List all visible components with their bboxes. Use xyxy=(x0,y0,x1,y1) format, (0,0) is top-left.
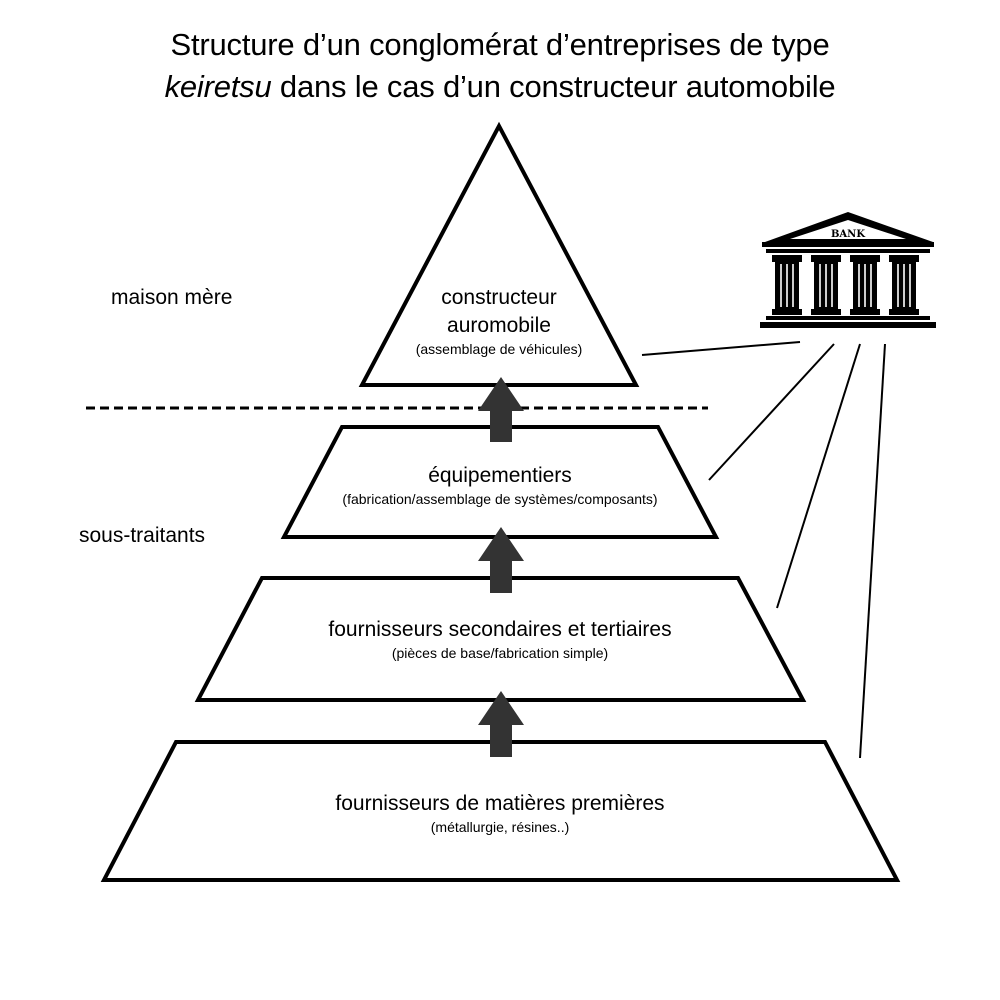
tier-raw-material-suppliers-text: fournisseurs de matières premières (méta… xyxy=(250,790,750,836)
tier-equipment-suppliers-text: équipementiers (fabrication/assemblage d… xyxy=(250,462,750,508)
tier-secondary-suppliers-title: fournisseurs secondaires et tertiaires xyxy=(328,618,672,641)
tier-shape-secondary-suppliers xyxy=(194,576,807,702)
label-subcontractors: sous-traitants xyxy=(79,524,206,547)
label-parent-company: maison mère xyxy=(111,286,233,309)
diagram-title: Structure d’un conglomérat d’entreprises… xyxy=(0,24,1000,108)
tier-manufacturer-text: constructeur auromobile (assemblage de v… xyxy=(349,284,649,358)
tier-manufacturer-subtitle: (assemblage de véhicules) xyxy=(415,341,583,357)
title-line-1: Structure d’un conglomérat d’entreprises… xyxy=(170,27,830,62)
bank-link-line xyxy=(708,343,835,481)
bank-building-icon: BANK xyxy=(760,212,936,328)
tier-manufacturer-title-2: auromobile xyxy=(447,314,551,337)
tier-equipment-suppliers-subtitle: (fabrication/assemblage de systèmes/comp… xyxy=(342,491,658,507)
bank-link-line xyxy=(859,343,886,759)
tier-equipment-suppliers-title: équipementiers xyxy=(428,464,572,487)
tier-raw-material-suppliers-subtitle: (métallurgie, résines..) xyxy=(430,819,570,835)
up-arrow-icon xyxy=(478,377,524,442)
tier-secondary-suppliers-text: fournisseurs secondaires et tertiaires (… xyxy=(250,616,750,662)
tier-secondary-suppliers-subtitle: (pièces de base/fabrication simple) xyxy=(391,645,609,661)
tier-manufacturer-title-1: constructeur xyxy=(441,286,557,309)
title-line-2: keiretsu dans le cas d’un constructeur a… xyxy=(0,66,1000,108)
up-arrow-icon xyxy=(478,527,524,593)
bank-label: BANK xyxy=(831,229,865,240)
title-italic-term: keiretsu xyxy=(164,69,272,104)
tier-shape-raw-material-suppliers xyxy=(100,740,901,882)
title-line-2-rest: dans le cas d’un constructeur automobile xyxy=(271,69,836,104)
up-arrow-icon xyxy=(478,691,524,757)
bank-link-line xyxy=(776,343,861,609)
bank-link-line xyxy=(641,341,801,356)
tier-raw-material-suppliers-title: fournisseurs de matières premières xyxy=(335,792,665,815)
tier-shape-equipment-suppliers xyxy=(280,425,720,539)
